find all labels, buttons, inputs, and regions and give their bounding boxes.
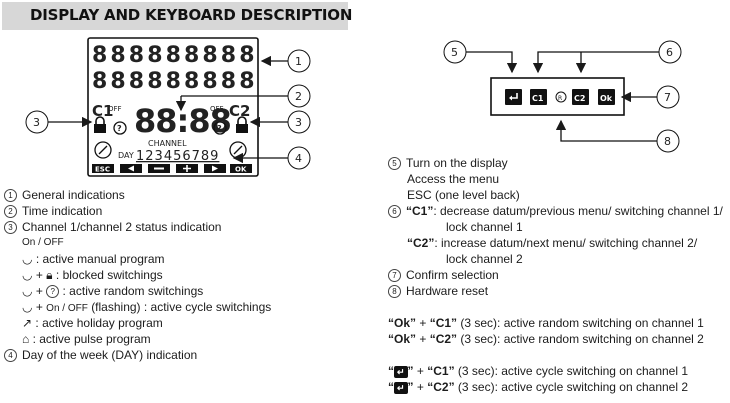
ok-label: OK [235,166,247,174]
segment-char: 8 [239,43,254,68]
title-bar [2,2,348,30]
segment-char: 8 [221,69,236,94]
legend-item-6-c2-line2: lock channel 2 [446,252,523,266]
random-icon-right: ? [213,121,227,135]
legend-item-6-line2: lock channel 1 [446,220,523,234]
segment-char: 8 [184,69,199,94]
reset-key: R [558,95,562,102]
segment-char: 8 [147,43,162,68]
segment-char: 8 [202,43,217,68]
lcd-key-bar: ESC OK [92,164,252,174]
combo-random-2: “Ok” + “C2” (3 sec): active random switc… [388,332,704,346]
plus-icon [183,165,191,172]
legend-blocked: ◡ + 🔒︎ : blocked switchings [22,268,163,282]
c1-key: C1 [532,94,544,103]
legend-item-5-line2: Access the menu [407,172,500,186]
left-arrow-icon [128,165,134,172]
segment-char: 8 [92,69,107,94]
combo-cycle-1: “↵” + “C1” (3 sec): active cycle switchi… [388,364,689,378]
manual-icon: ◡ [22,284,33,298]
esc-label: ESC [95,166,110,174]
enter-key-icon: ↵ [394,382,408,394]
manual-icon: ◡ [22,268,33,282]
lock-icon-right [236,116,248,133]
callout-8: 8 [664,135,671,148]
legend-item-5-line3: ESC (one level back) [407,188,520,202]
combo-cycle-2: “↵” + “C2” (3 sec): active cycle switchi… [388,380,689,394]
manual-icon: ◡ [22,252,33,266]
c2-indicator: C2 [229,102,250,120]
segment-char: 8 [202,69,217,94]
svg-text:?: ? [117,124,122,133]
legend-on-off: On / OFF [22,237,64,248]
holiday-icon: ↗ [22,316,33,330]
callout-2: 2 [295,90,302,103]
day-label: DAY [118,151,134,160]
segment-char: 8 [129,69,144,94]
callout-3-right: 3 [295,116,302,129]
legend-pulse: ⌂ : active pulse program [22,332,151,346]
segment-char: 8 [239,69,254,94]
segment-char: 8 [110,69,125,94]
channel-label: CHANNEL [148,139,187,148]
c1-off-indicator: OFF [108,105,122,113]
manual-icon: ◡ [22,300,33,314]
day-numbers: 123456789 [136,149,219,164]
segment-char: 8 [147,69,162,94]
c2-key: C2 [574,94,585,103]
random-icon-left: ? [113,121,127,135]
legend-item-6-c2: “C2”: increase datum/next menu/ switchin… [407,236,698,250]
segment-char: 8 [166,43,181,68]
enter-key-icon [509,95,512,101]
right-arrow-icon [212,165,218,172]
callout-3-left: 3 [33,116,40,129]
lcd-frame [87,37,259,177]
segment-char: 8 [184,43,199,68]
manual-program-icon [94,141,112,159]
legend-manual: ◡ : active manual program [22,252,165,266]
segment-char: 8 [221,43,236,68]
enter-key-icon: ↵ [394,366,408,378]
legend-random: ◡ + ? : active random switchings [22,284,204,298]
c1-indicator: C1 [92,102,113,120]
holiday-program-icon [229,141,247,159]
legend-holiday: ↗ : active holiday program [22,316,163,330]
segment-char: 8 [92,43,107,68]
pulse-icon: ⌂ [22,332,30,346]
segment-char: 8 [129,43,144,68]
combo-random-1: “Ok” + “C1” (3 sec): active random switc… [388,316,704,330]
segment-char: 8 [110,43,125,68]
ok-key: Ok [600,94,613,103]
legend-cycle: ◡ + On / OFF (flashing) : active cycle s… [22,300,272,314]
lock-icon-left [94,116,106,133]
callout-7: 7 [664,91,671,104]
svg-text:?: ? [217,124,222,133]
page-title: DISPLAY AND KEYBOARD DESCRIPTION [30,6,353,24]
segment-char: 8 [166,69,181,94]
legend-item-6: 6“C1”: decrease datum/previous menu/ swi… [388,204,723,218]
callout-5: 5 [451,46,458,59]
callout-4: 4 [295,152,302,165]
lock-icon: 🔒︎ [46,268,53,282]
callout-1: 1 [295,55,302,68]
minus-icon [154,167,164,170]
callout-6: 6 [666,46,673,59]
c2-off-indicator: OFF [210,105,224,113]
